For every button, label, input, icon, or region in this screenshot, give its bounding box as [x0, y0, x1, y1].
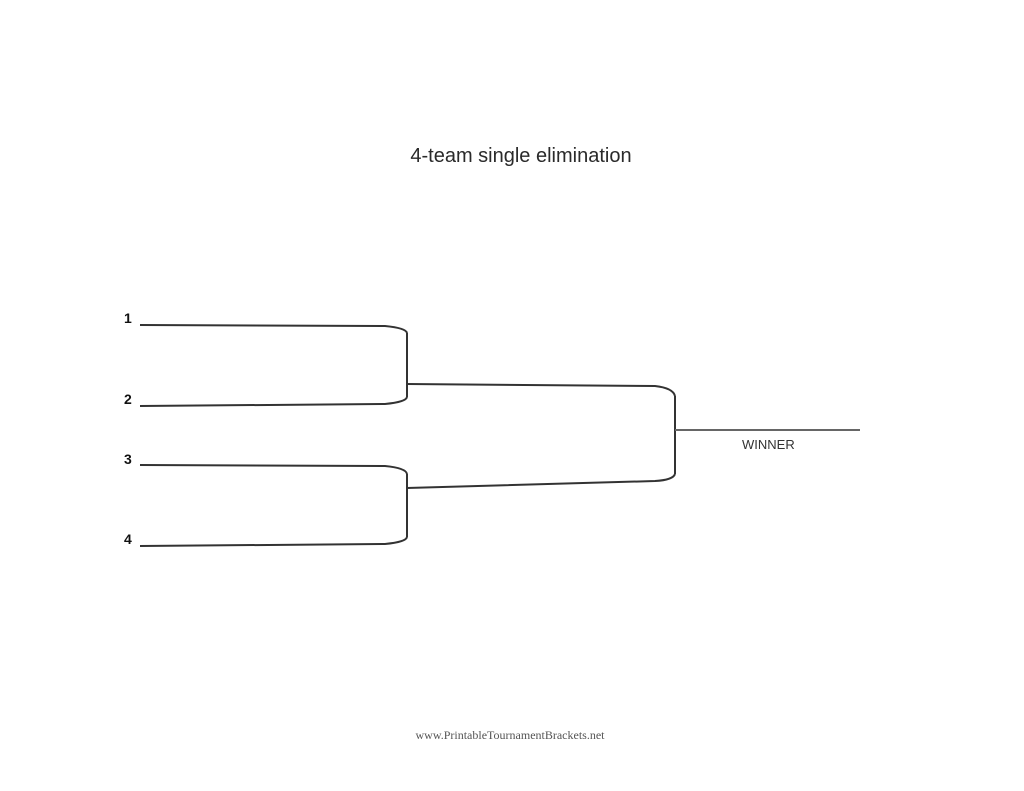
final-slot-line-2 [406, 473, 676, 489]
winner-label: WINNER [742, 437, 795, 452]
slot-line-1 [139, 324, 408, 334]
footer-url: www.PrintableTournamentBrackets.net [415, 728, 605, 742]
seed-3-label: 3 [124, 451, 132, 467]
final-slot-line-1 [406, 383, 676, 397]
slot-line-3 [139, 464, 408, 475]
seed-4-label: 4 [124, 531, 132, 547]
bracket-title: 4-team single elimination [410, 145, 632, 167]
slot-line-4 [139, 536, 408, 547]
seed-2-label: 2 [124, 391, 132, 407]
seed-1-label: 1 [124, 310, 132, 326]
slot-line-2 [139, 396, 408, 407]
